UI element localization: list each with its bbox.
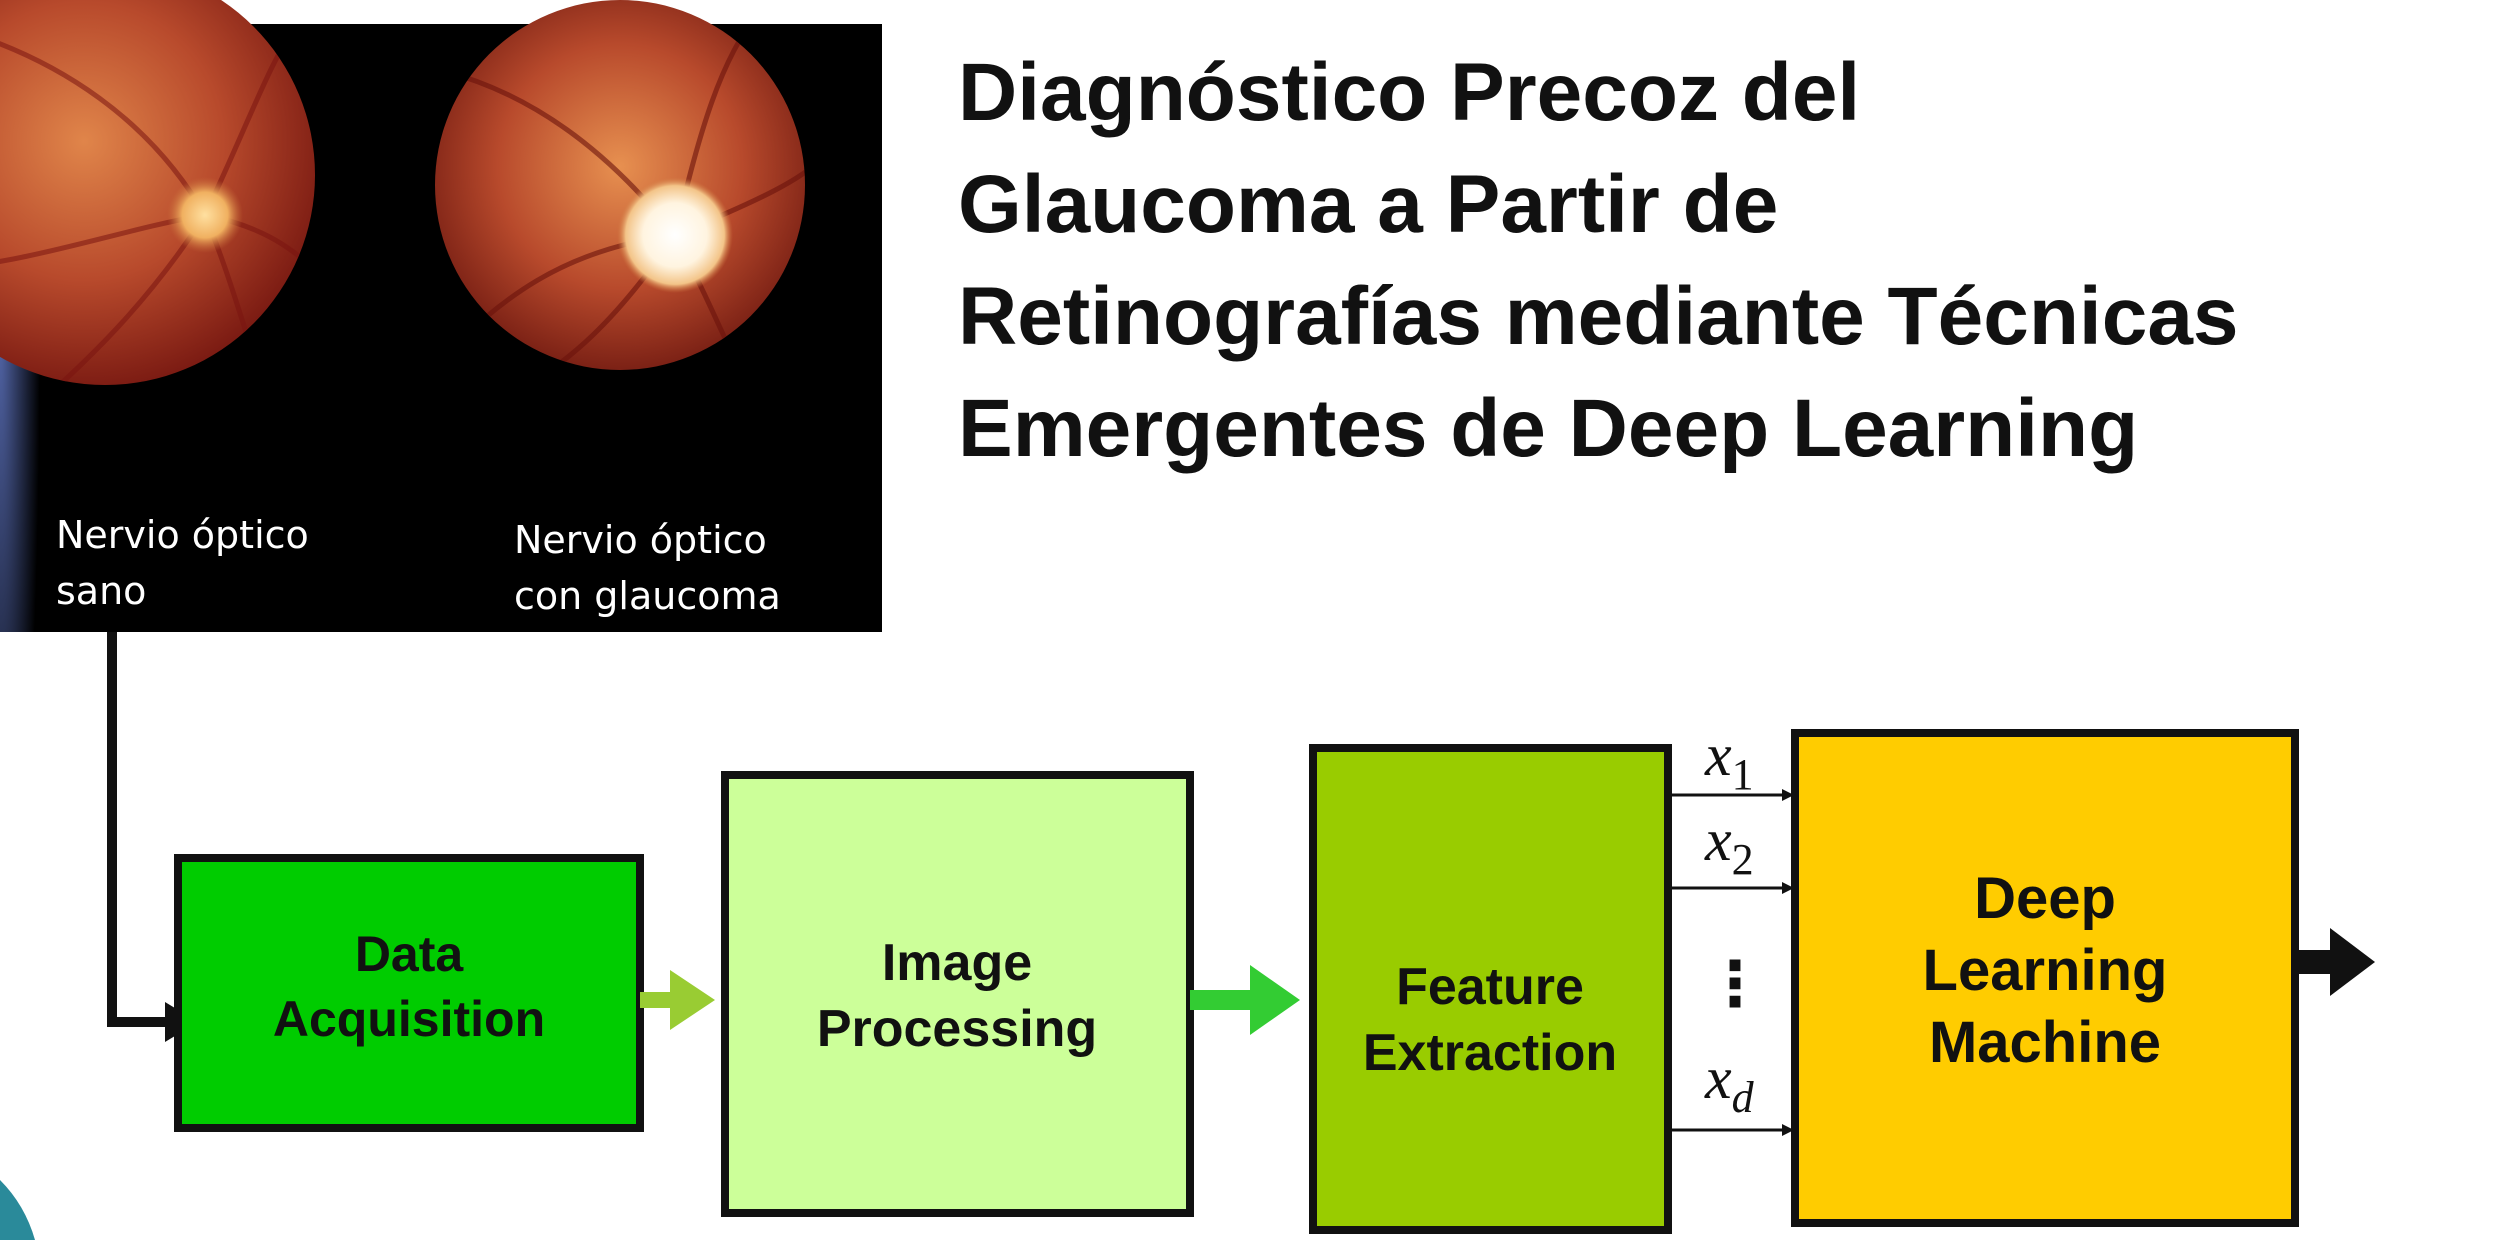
caption-healthy-line1: Nervio óptico — [56, 513, 309, 557]
caption-glaucoma-line2: con glaucoma — [514, 574, 781, 618]
title-line-1: Diagnóstico Precoz del — [958, 47, 1860, 138]
title-line-2: Glaucoma a Partir de — [958, 159, 1778, 250]
feature-label-xd: xd — [1704, 1045, 1755, 1122]
arrow-processing-to-extraction — [1190, 965, 1300, 1035]
caption-healthy-line2: sano — [56, 569, 146, 613]
feature-label-x2: x2 — [1704, 807, 1754, 884]
block-image-processing-line1: Image — [882, 934, 1032, 992]
fundus-photo-panel: Nervio óptico sano Nervio óptico con gla… — [0, 0, 882, 632]
page-title: Diagnóstico Precoz del Glaucoma a Partir… — [958, 47, 2239, 474]
fundus-image-healthy — [0, 0, 315, 385]
feature-ellipsis: ⋮ — [1704, 947, 1766, 1020]
block-deep-learning-machine-line1: Deep — [1974, 866, 2116, 931]
block-data-acquisition-line2: Acquisition — [273, 991, 545, 1047]
optic-disc-glaucoma — [617, 177, 733, 293]
output-arrow — [2295, 928, 2375, 996]
caption-glaucoma-line1: Nervio óptico — [514, 518, 767, 562]
optic-disc-healthy — [167, 177, 243, 253]
block-image-processing — [721, 771, 1194, 1217]
block-deep-learning-machine-line2: Learning — [1923, 938, 2168, 1003]
feature-label-x1: x1 — [1704, 722, 1754, 799]
block-data-acquisition-line1: Data — [355, 926, 465, 982]
block-feature-extraction-line1: Feature — [1396, 958, 1584, 1016]
title-line-4: Emergentes de Deep Learning — [958, 383, 2138, 474]
block-image-processing-line2: Processing — [817, 1000, 1097, 1058]
decorative-corner-arc — [0, 1180, 35, 1240]
block-deep-learning-machine — [1791, 729, 2299, 1227]
arrow-acquisition-to-processing — [640, 970, 715, 1030]
block-feature-extraction — [1309, 744, 1672, 1234]
title-line-3: Retinografías mediante Técnicas — [958, 271, 2239, 362]
feature-vector-lines — [1668, 793, 1782, 1132]
pipeline: Data Acquisition Image Processing Featur… — [174, 722, 2375, 1234]
block-deep-learning-machine-line3: Machine — [1929, 1010, 2161, 1075]
block-data-acquisition — [174, 854, 644, 1132]
block-feature-extraction-line2: Extraction — [1363, 1024, 1617, 1082]
fundus-image-glaucoma — [435, 0, 805, 370]
